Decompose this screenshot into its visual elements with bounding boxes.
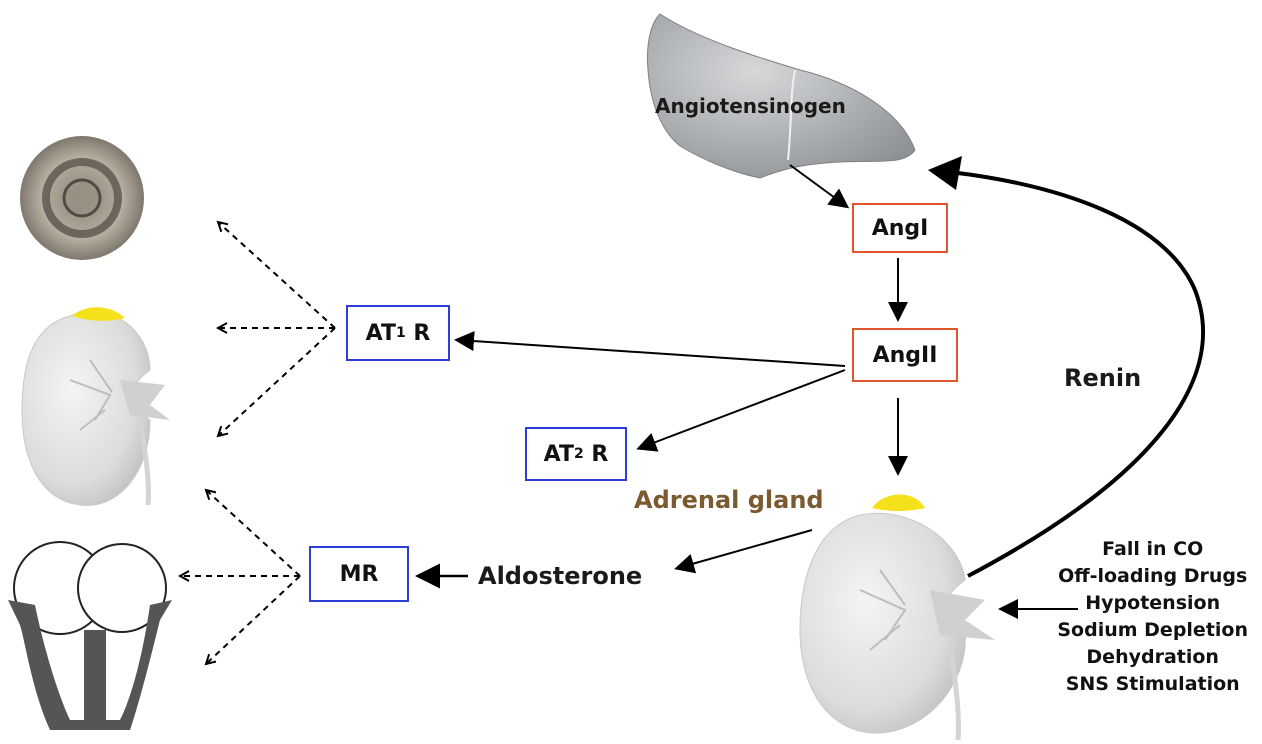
at1r-box: AT1 R — [346, 305, 450, 361]
at1r-main: AT — [366, 321, 396, 346]
adrenal-gland-label: Adrenal gland — [634, 488, 824, 512]
at2r-box: AT2 R — [525, 427, 627, 481]
renin-label: Renin — [1064, 366, 1141, 390]
stimulus-item: Sodium Depletion — [1057, 617, 1248, 644]
kidney-icon — [22, 307, 170, 505]
ang2-label: AngII — [873, 343, 938, 368]
stimulus-item: Dehydration — [1057, 644, 1248, 671]
angiotensinogen-label: Angiotensinogen — [655, 96, 846, 116]
stimuli-list: Fall in CO Off-loading Drugs Hypotension… — [1057, 536, 1248, 698]
ang2-box: AngII — [852, 328, 958, 382]
mr-label: MR — [340, 562, 379, 587]
kidney-icon — [800, 495, 995, 741]
vessel-cross-section-icon — [20, 136, 144, 260]
stimulus-item: SNS Stimulation — [1057, 671, 1248, 698]
ang1-box: AngI — [852, 203, 948, 253]
stimulus-item: Hypotension — [1057, 590, 1248, 617]
mr-box: MR — [309, 546, 409, 602]
at1r-suffix: R — [406, 321, 431, 346]
stimulus-item: Fall in CO — [1057, 536, 1248, 563]
stimulus-item: Off-loading Drugs — [1057, 563, 1248, 590]
aldosterone-label: Aldosterone — [478, 564, 642, 588]
ang1-label: AngI — [872, 216, 929, 241]
heart-icon — [8, 542, 172, 730]
at2r-main: AT — [544, 442, 574, 467]
at2r-suffix: R — [584, 442, 609, 467]
